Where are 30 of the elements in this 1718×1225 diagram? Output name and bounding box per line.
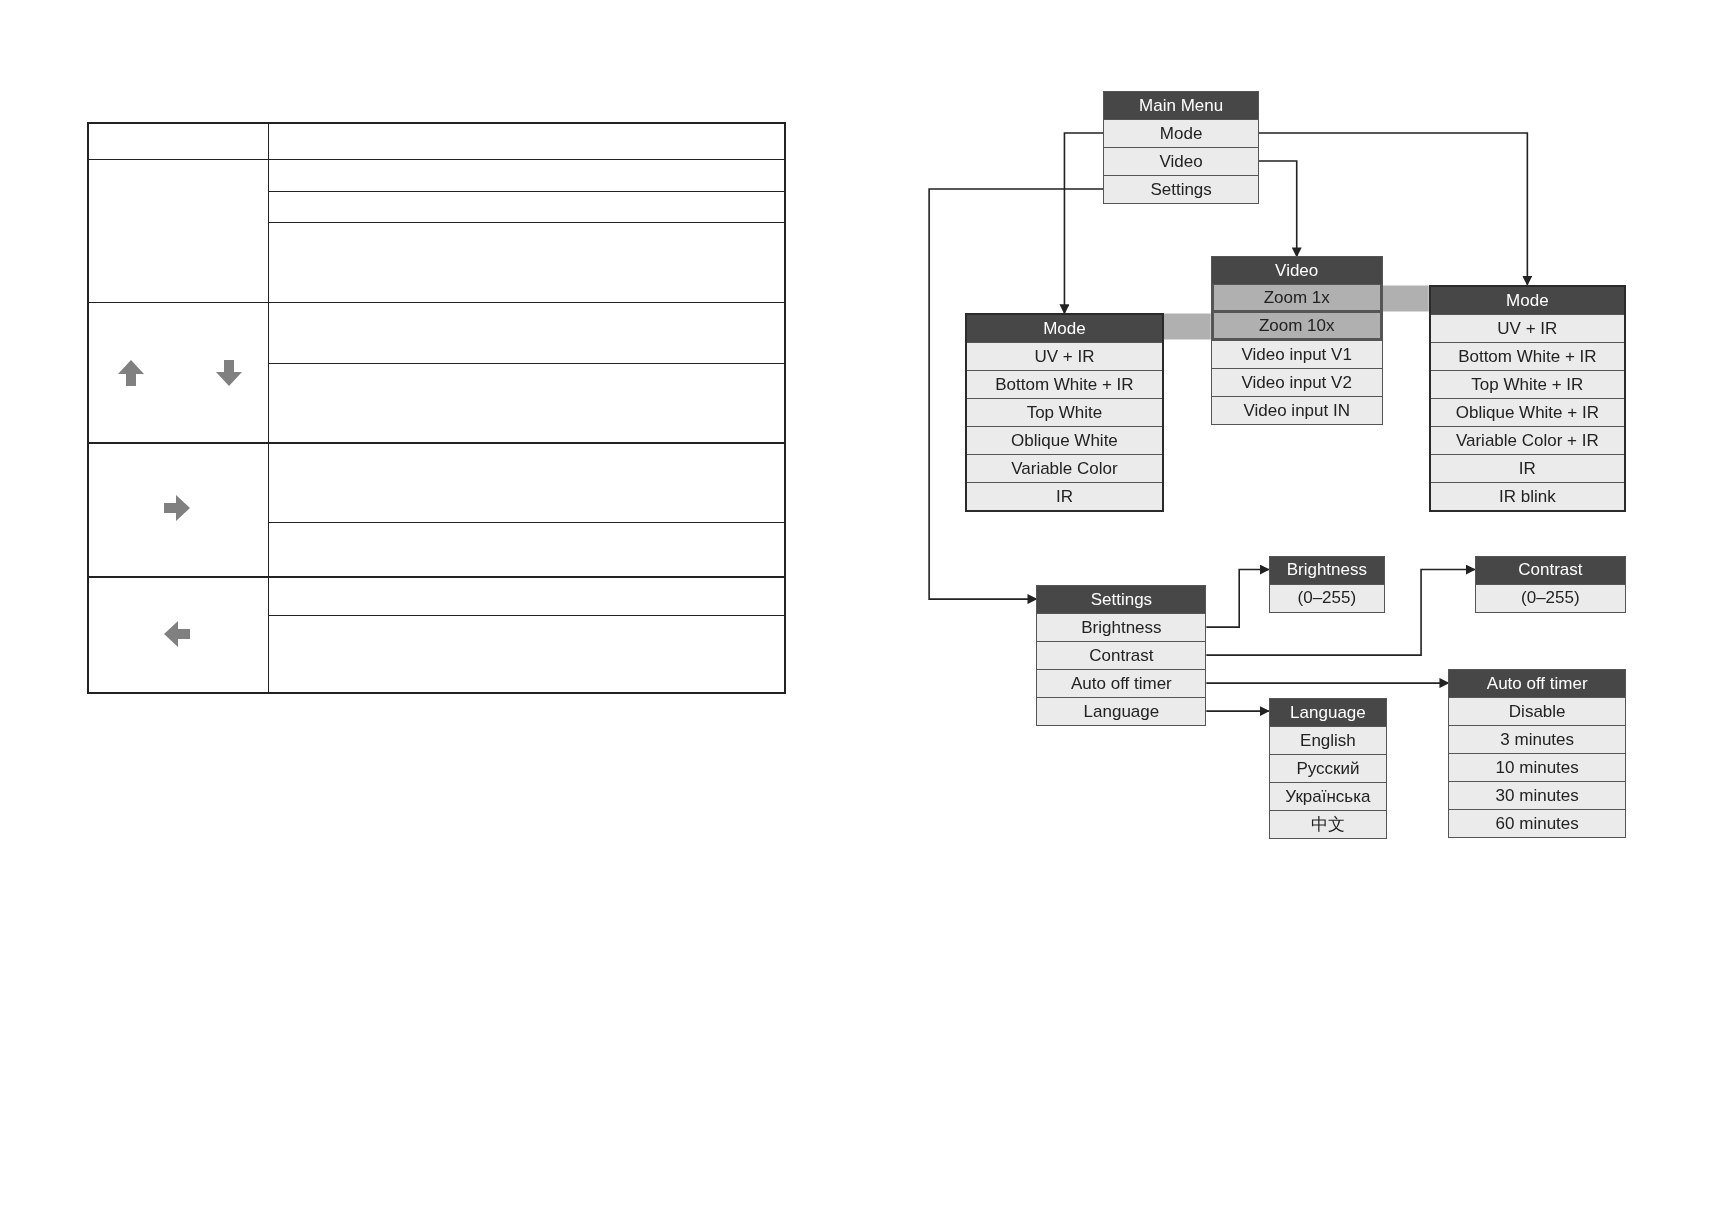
connector-arrow (928, 188, 1105, 605)
menu-header: Contrast (1475, 556, 1625, 584)
menu-item: Zoom 10x (1211, 312, 1382, 341)
menu-panel (1103, 90, 1259, 204)
menu-panel (1448, 669, 1626, 839)
connector-arrow (1258, 132, 1533, 286)
menu-header: Brightness (1269, 556, 1384, 584)
menu-header: Language (1269, 698, 1387, 726)
menu-panel (965, 313, 1164, 513)
menu-header: Mode (967, 315, 1162, 343)
menu-panel (1268, 555, 1385, 613)
menu-panel (1210, 256, 1383, 426)
menu-header: Main Menu (1104, 91, 1258, 119)
connector-arrow (1258, 160, 1302, 258)
menu-header: Mode (1430, 286, 1624, 314)
menu-item: Zoom 1x (1211, 284, 1382, 313)
menu-header: Settings (1037, 586, 1206, 614)
menu-panel (1268, 697, 1388, 839)
highlight-band (1163, 313, 1211, 340)
menu-header: Video (1211, 257, 1382, 285)
menu-panel (1036, 585, 1207, 727)
highlight-band (1382, 285, 1429, 312)
connector-arrow (1205, 678, 1450, 689)
connector-arrow (1205, 564, 1270, 628)
connector-arrow (1205, 706, 1270, 717)
connector-arrow (1059, 132, 1105, 315)
connector-arrow (1205, 564, 1476, 656)
menu-panel (1428, 284, 1626, 512)
menu-header: Auto off timer (1449, 670, 1625, 698)
menu-panel (1474, 555, 1626, 613)
